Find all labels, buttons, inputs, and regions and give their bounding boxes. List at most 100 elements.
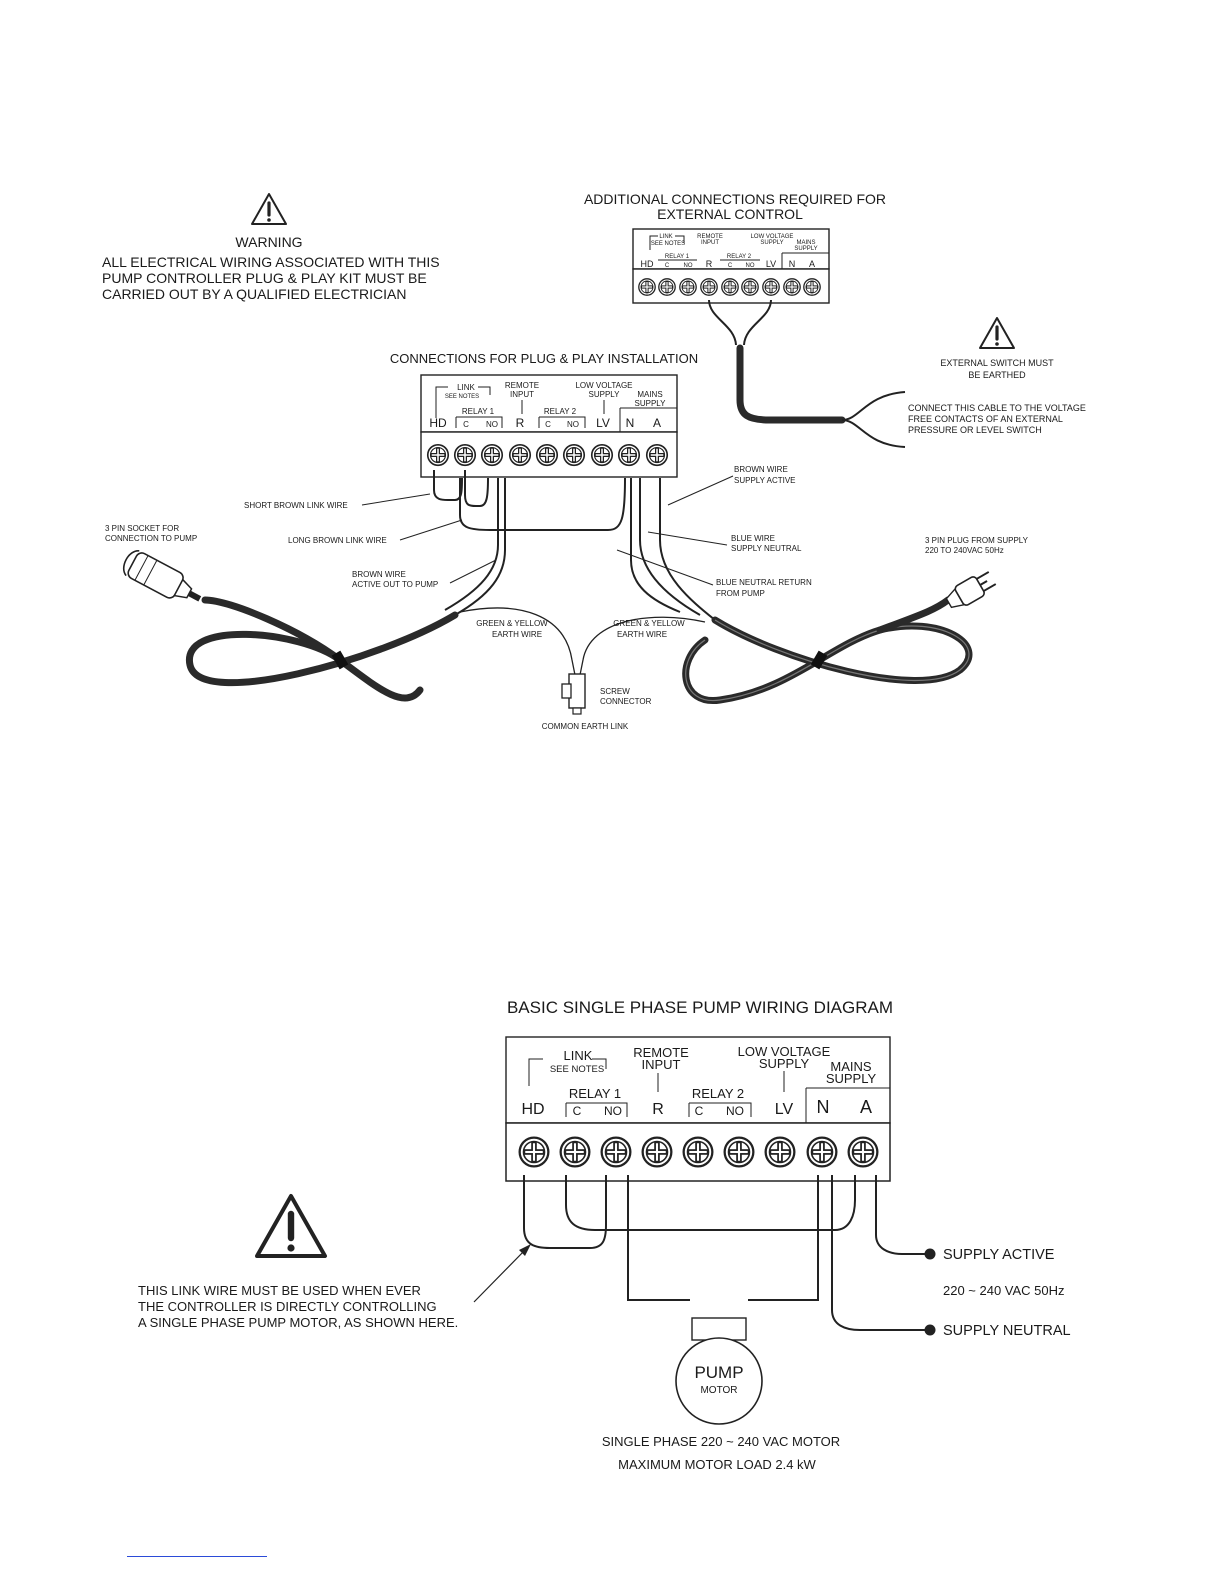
blue-supply-label-1: BLUE WIRE [731, 534, 775, 543]
external-warning-icon [978, 316, 1016, 350]
earth-left-label-1: GREEN & YELLOW [476, 619, 548, 628]
warning-icon [250, 192, 288, 226]
earth-wire-left [459, 607, 576, 676]
large-term-n: N [817, 1097, 830, 1117]
short-link-wire [433, 470, 463, 501]
earth-right-label-2: EARTH WIRE [617, 630, 667, 639]
low-voltage-medium-2: SUPPLY [589, 390, 621, 399]
long-link-wire [459, 477, 626, 531]
supply-active-terminal [924, 1248, 936, 1260]
large-term-r: R [652, 1101, 664, 1118]
max-load: MAXIMUM MOTOR LOAD 2.4 kW [618, 1457, 816, 1472]
warning-block: WARNING ALL ELECTRICAL WIRING ASSOCIATED… [102, 192, 440, 302]
brown-active-out-wire [444, 478, 499, 611]
see-notes-large: SEE NOTES [550, 1064, 604, 1075]
plugplay-title: CONNECTIONS FOR PLUG & PLAY INSTALLATION [390, 351, 698, 366]
link-note-3: A SINGLE PHASE PUMP MOTOR, AS SHOWN HERE… [138, 1315, 458, 1330]
med-term-c2: C [545, 420, 551, 429]
low-voltage-large-2: SUPPLY [759, 1056, 810, 1071]
small-term-no1: NO [684, 263, 693, 269]
socket-label-1: 3 PIN SOCKET FOR [105, 524, 179, 533]
see-notes-medium: SEE NOTES [445, 394, 479, 400]
large-term-no1: NO [604, 1104, 622, 1118]
relay2-medium: RELAY 2 [544, 407, 577, 416]
small-term-r: R [706, 259, 713, 269]
external-control-section: ADDITIONAL CONNECTIONS REQUIRED FOR EXTE… [584, 191, 1086, 448]
warning-line-3: CARRIED OUT BY A QUALIFIED ELECTRICIAN [102, 286, 406, 302]
low-voltage-small-1: LOW VOLTAGE [751, 234, 794, 240]
plug-label-1: 3 PIN PLUG FROM SUPPLY [925, 536, 1029, 545]
link-note-arrow [473, 1247, 528, 1303]
blue-return-label-2: FROM PUMP [716, 589, 765, 598]
supply-plug-cable [682, 571, 997, 704]
terminal-block-medium: LINK SEE NOTES REMOTE INPUT LOW VOLTAGE … [420, 374, 678, 478]
brown-supply-active-wire [659, 478, 716, 621]
supply-neutral-label: SUPPLY NEUTRAL [943, 1323, 1071, 1339]
med-term-a: A [653, 416, 661, 430]
warning-title: WARNING [235, 234, 302, 250]
pump-neutral-return-wire [748, 1175, 819, 1301]
supply-active-label: SUPPLY ACTIVE [943, 1247, 1055, 1263]
pump-active-wire [627, 1175, 690, 1301]
med-term-no2: NO [567, 420, 579, 429]
common-earth-label: COMMON EARTH LINK [542, 722, 629, 731]
see-notes-small: SEE NOTES [651, 241, 685, 247]
cable-note-2: FREE CONTACTS OF AN EXTERNAL [908, 414, 1063, 424]
warning-line-2: PUMP CONTROLLER PLUG & PLAY KIT MUST BE [102, 270, 427, 286]
screw-connector [561, 673, 586, 715]
pump-socket-cable [122, 550, 459, 702]
blue-neutral-return-wire [630, 478, 681, 613]
supply-active-wire [875, 1175, 929, 1255]
external-title-1: ADDITIONAL CONNECTIONS REQUIRED FOR [584, 191, 886, 207]
blue-return-leader [616, 549, 714, 586]
switch-note-1: EXTERNAL SWITCH MUST [940, 358, 1054, 368]
blue-supply-neutral-wire [639, 478, 701, 616]
low-voltage-large-1: LOW VOLTAGE [738, 1044, 831, 1059]
link-wire-hd-no [523, 1175, 607, 1249]
mains-supply-small-2: SUPPLY [794, 246, 817, 252]
small-term-lv: LV [766, 259, 776, 269]
socket-label-2: CONNECTION TO PUMP [105, 534, 197, 543]
warning-line-1: ALL ELECTRICAL WIRING ASSOCIATED WITH TH… [102, 254, 440, 270]
footer-link-underline[interactable] [127, 1556, 267, 1557]
large-term-lv: LV [775, 1101, 794, 1118]
link-wire-c-a [565, 1175, 856, 1231]
large-term-no2: NO [726, 1104, 744, 1118]
small-term-c2: C [728, 263, 733, 269]
plug-icon [945, 571, 997, 609]
cable-note-1: CONNECT THIS CABLE TO THE VOLTAGE [908, 403, 1086, 413]
cable-note-3: PRESSURE OR LEVEL SWITCH [908, 425, 1042, 435]
earth-right-label-1: GREEN & YELLOW [613, 619, 685, 628]
relay2-large: RELAY 2 [692, 1086, 744, 1101]
small-term-hd: HD [641, 259, 654, 269]
screw-label-2: CONNECTOR [600, 697, 652, 706]
remote-input-large-1: REMOTE [633, 1045, 689, 1060]
brown-active-out-label-1: BROWN WIRE [352, 570, 406, 579]
long-link-label: LONG BROWN LINK WIRE [288, 536, 387, 545]
large-term-c2: C [695, 1104, 704, 1118]
basic-title: BASIC SINGLE PHASE PUMP WIRING DIAGRAM [507, 998, 893, 1017]
small-term-c1: C [665, 263, 670, 269]
supply-neutral-wire [831, 1175, 929, 1331]
short-link-leader [361, 493, 431, 506]
relay1-small: RELAY 1 [665, 254, 690, 260]
med-term-r: R [516, 416, 525, 430]
blue-supply-leader [647, 531, 728, 546]
remote-input-large-2: INPUT [642, 1057, 681, 1072]
small-screws [638, 278, 821, 296]
brown-supply-label-1: BROWN WIRE [734, 465, 788, 474]
earth-wire-right [579, 616, 706, 676]
blue-supply-label-2: SUPPLY NEUTRAL [731, 544, 802, 553]
link-label-small: LINK [659, 234, 672, 240]
short-link-label: SHORT BROWN LINK WIRE [244, 501, 348, 510]
mains-supply-small-1: MAINS [796, 240, 815, 246]
relay1-large: RELAY 1 [569, 1086, 621, 1101]
link-warning-icon [257, 1196, 325, 1256]
terminal-block-large: LINK SEE NOTES REMOTE INPUT LOW VOLTAGE … [505, 1036, 891, 1182]
med-term-n: N [626, 416, 635, 430]
terminal-block-small: LINK SEE NOTES REMOTE INPUT LOW VOLTAGE … [632, 228, 830, 304]
basic-wiring-section: BASIC SINGLE PHASE PUMP WIRING DIAGRAM L… [138, 998, 1071, 1472]
short-link-wire-2 [464, 470, 489, 507]
link-note-2: THE CONTROLLER IS DIRECTLY CONTROLLING [138, 1299, 437, 1314]
